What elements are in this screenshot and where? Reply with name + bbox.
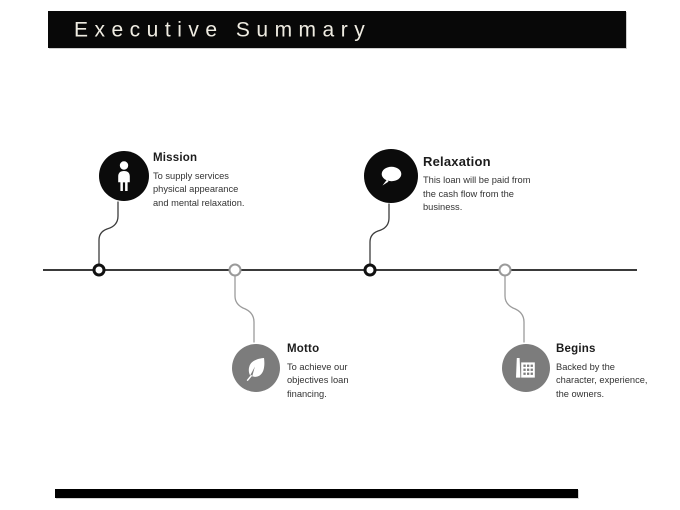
item-text-relaxation: Relaxation This loan will be paid from t… (423, 154, 545, 215)
marker-bubble-motto[interactable] (232, 344, 280, 392)
item-desc-mission: To supply services physical appearance a… (153, 170, 245, 208)
axis-node-mission[interactable] (92, 263, 106, 277)
title-bar: Executive Summary (48, 11, 626, 48)
leaf-icon (246, 358, 265, 381)
connector-begins (504, 275, 525, 343)
item-title-motto: Motto (287, 343, 320, 355)
item-desc-relaxation: This loan will be paid from the cash flo… (423, 175, 531, 213)
item-text-begins: Begins Backed by the character, experien… (556, 343, 651, 401)
item-desc-begins: Backed by the character, experience, the… (556, 361, 648, 399)
marker-bubble-begins[interactable] (502, 344, 550, 392)
connector-mission (98, 201, 119, 265)
item-text-motto: Motto To achieve our objectives loan fin… (287, 343, 367, 401)
speech-bubble-icon (381, 166, 402, 186)
item-text-mission: Mission To supply services physical appe… (153, 152, 248, 210)
marker-bubble-mission[interactable] (99, 151, 149, 201)
connector-relaxation (369, 203, 390, 265)
factory-icon (516, 358, 535, 378)
item-desc-motto: To achieve our objectives loan financing… (287, 361, 349, 399)
item-title-begins: Begins (556, 343, 596, 355)
connector-motto (234, 275, 255, 343)
axis-node-begins[interactable] (498, 263, 512, 277)
axis-node-relaxation[interactable] (363, 263, 377, 277)
item-title-mission: Mission (153, 152, 198, 164)
axis-node-motto[interactable] (228, 263, 242, 277)
timeline-axis (43, 269, 637, 271)
page-title: Executive Summary (74, 18, 372, 41)
footer-bar (55, 489, 578, 498)
item-title-relaxation: Relaxation (423, 154, 491, 169)
person-icon (118, 161, 130, 191)
marker-bubble-relaxation[interactable] (364, 149, 418, 203)
